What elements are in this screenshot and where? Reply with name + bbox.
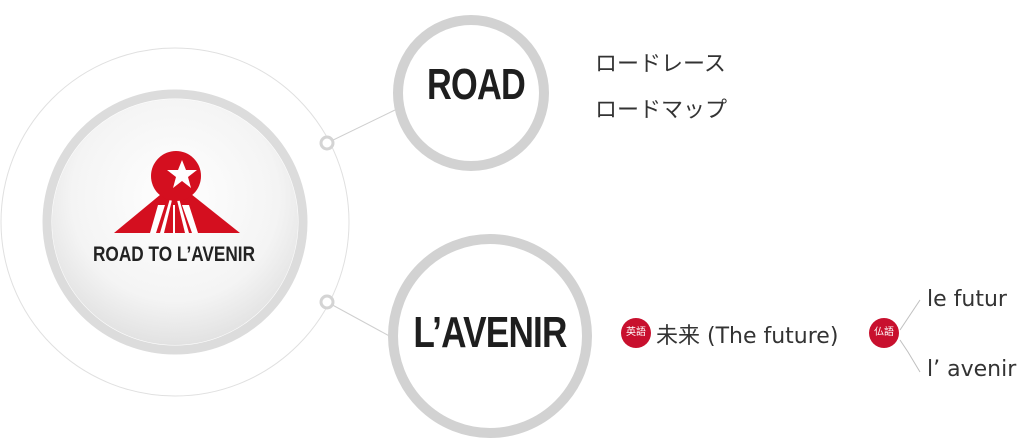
avenir-node-label: L’AVENIR xyxy=(413,308,567,357)
french-branch-lines xyxy=(899,299,921,373)
logo-mark xyxy=(114,151,240,233)
french-meaning-2: l’ avenir xyxy=(927,357,1017,382)
logo-circle-ring xyxy=(42,89,308,355)
french-meaning-1: le futur xyxy=(927,287,1007,312)
french-badge: 仏語 xyxy=(869,318,899,348)
avenir-node-circle xyxy=(388,234,592,438)
logo-text: ROAD TO L’AVENIR xyxy=(93,243,256,266)
road-meaning-2: ロードマップ xyxy=(595,98,728,123)
road-meaning-1: ロードレース xyxy=(595,52,726,77)
connector-road xyxy=(326,109,396,144)
english-meaning: 未来 (The future) xyxy=(656,324,839,349)
outer-orbit-ring xyxy=(0,47,350,397)
road-node-circle xyxy=(393,15,549,171)
connector-dot-avenir xyxy=(319,294,335,310)
english-badge: 英語 xyxy=(621,318,651,348)
connector-dot-road xyxy=(319,135,335,151)
connector-avenir xyxy=(326,301,394,339)
road-node-label: ROAD xyxy=(427,60,526,109)
